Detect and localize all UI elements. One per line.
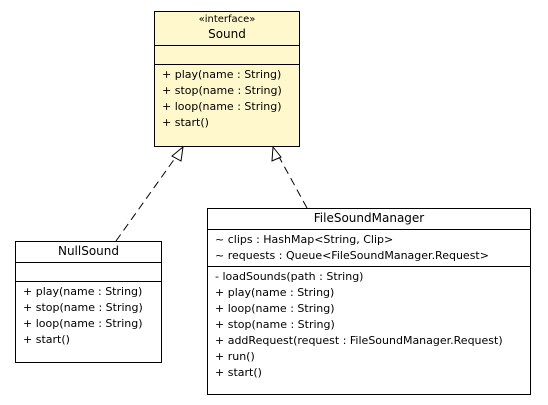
realization-filesoundmanager-to-sound <box>271 145 308 209</box>
sound-operation: + loop(name : String) <box>162 100 282 113</box>
filesoundmanager-attributes: ~ clips : HashMap<String, Clip> ~ reques… <box>208 229 530 266</box>
sound-class-name: Sound <box>208 27 246 41</box>
nullsound-operation: + start() <box>23 333 70 346</box>
sound-operation: + play(name : String) <box>162 68 282 81</box>
nullsound-class-name: NullSound <box>57 244 120 258</box>
sound-operations: + play(name : String) + stop(name : Stri… <box>155 64 299 133</box>
nullsound-operation: + stop(name : String) <box>23 301 143 314</box>
realization-nullsound-to-sound <box>115 145 184 242</box>
sound-header: «interface» Sound <box>155 12 299 45</box>
nullsound-class-box[interactable]: NullSound + play(name : String) + stop(n… <box>15 241 162 363</box>
nullsound-operation: + play(name : String) <box>23 285 143 298</box>
filesoundmanager-operation: + start() <box>215 366 262 379</box>
realization-line-filesoundmanager <box>277 154 308 209</box>
filesoundmanager-attribute: ~ requests : Queue<FileSoundManager.Requ… <box>215 249 489 262</box>
filesoundmanager-operation: + run() <box>215 350 255 363</box>
sound-operation: + start() <box>162 116 209 129</box>
filesoundmanager-operation: + addRequest(request : FileSoundManager.… <box>215 334 503 347</box>
realization-line-nullsound <box>115 153 179 242</box>
filesoundmanager-attribute: ~ clips : HashMap<String, Clip> <box>215 233 394 246</box>
sound-interface-box[interactable]: «interface» Sound + play(name : String) … <box>154 11 300 147</box>
nullsound-attributes <box>16 262 161 281</box>
realization-arrowhead-filesoundmanager <box>271 145 282 162</box>
nullsound-operations: + play(name : String) + stop(name : Stri… <box>16 281 161 350</box>
sound-attributes <box>155 45 299 64</box>
filesoundmanager-class-name: FileSoundManager <box>313 211 425 225</box>
nullsound-header: NullSound <box>16 242 161 262</box>
filesoundmanager-operations: - loadSounds(path : String) + play(name … <box>208 266 530 383</box>
nullsound-operation: + loop(name : String) <box>23 317 143 330</box>
filesoundmanager-header: FileSoundManager <box>208 209 530 229</box>
filesoundmanager-operation: + loop(name : String) <box>215 302 335 315</box>
filesoundmanager-operation: + stop(name : String) <box>215 318 335 331</box>
filesoundmanager-operation: + play(name : String) <box>215 286 335 299</box>
sound-operation: + stop(name : String) <box>162 84 282 97</box>
filesoundmanager-class-box[interactable]: FileSoundManager ~ clips : HashMap<Strin… <box>207 208 531 395</box>
sound-stereotype: «interface» <box>198 14 256 25</box>
realization-arrowhead-nullsound <box>171 145 184 162</box>
filesoundmanager-operation: - loadSounds(path : String) <box>215 270 364 283</box>
